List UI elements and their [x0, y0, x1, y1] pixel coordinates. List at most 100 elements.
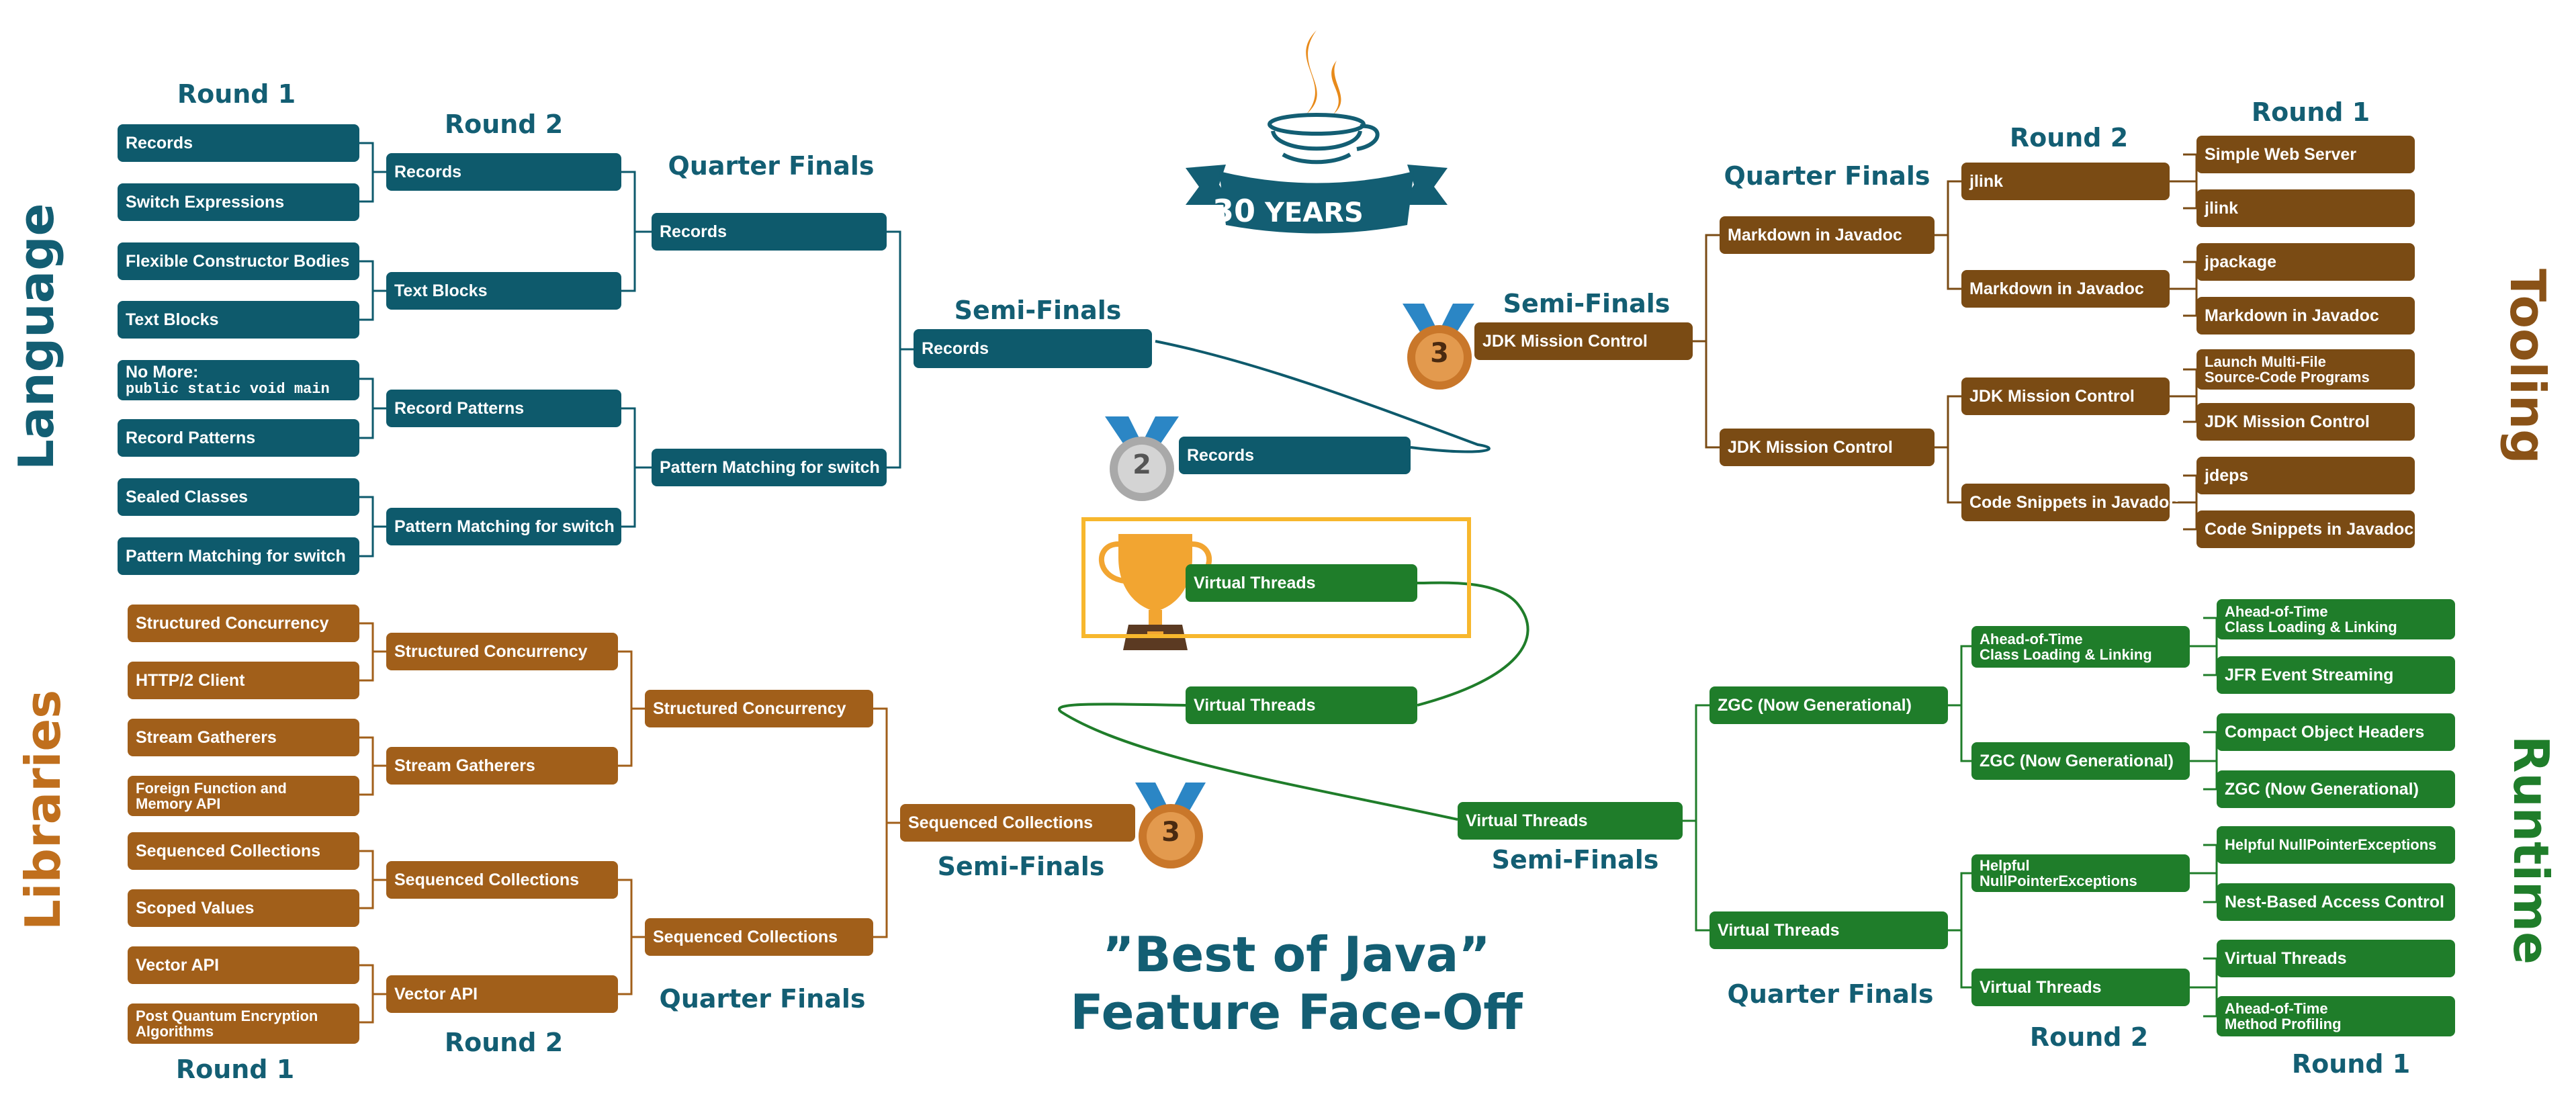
entry-label: Helpful NullPointerExceptions — [2225, 836, 2437, 854]
entry-label: JDK Mission Control — [1482, 331, 1648, 351]
champion-entry: Virtual Threads — [1186, 564, 1417, 602]
entry-label: Ahead-of-Time Class Loading & Linking — [1980, 630, 2152, 663]
entry-label: ZGC (Now Generational) — [1980, 751, 2174, 770]
bronze-medal-number: 3 — [1161, 817, 1180, 848]
bracket-entry: Helpful NullPointerExceptions — [1971, 854, 2190, 892]
bracket-entry: Markdown in Javadoc — [1961, 270, 2170, 308]
bracket-entry: Nest-Based Access Control — [2217, 883, 2455, 921]
bracket-entry: jpackage — [2196, 243, 2415, 281]
round2-label: Round 2 — [444, 1028, 564, 1057]
entry-label: Pattern Matching for switch — [394, 517, 615, 536]
silver-medal-icon — [1105, 416, 1179, 501]
region-label-runtime: Runtime — [2503, 735, 2559, 965]
entry-label: Switch Expressions — [126, 192, 285, 212]
bracket-entry: Post Quantum Encryption Algorithms — [128, 1004, 359, 1044]
entry-label: Pattern Matching for switch — [660, 457, 880, 477]
bracket-entry: Record Patterns — [386, 390, 621, 427]
bracket-entry: JDK Mission Control — [1720, 429, 1935, 466]
trophy-icon — [1099, 534, 1212, 650]
bracket-entry: JDK Mission Control — [1961, 377, 2170, 415]
bracket-entry: Compact Object Headers — [2217, 713, 2455, 751]
bracket-entry: Record Patterns — [118, 419, 359, 457]
entry-label: jlink — [2205, 198, 2239, 218]
bracket-entry: jdeps — [2196, 457, 2415, 494]
entry-label: jlink — [1969, 171, 2004, 191]
bracket-entry: Pattern Matching for switch — [386, 508, 621, 545]
quarter-finals-label: Quarter Finals — [668, 151, 875, 181]
entry-label: Vector API — [136, 955, 220, 975]
bracket-entry: Code Snippets in Javadoc — [1961, 484, 2178, 521]
entry-label: ZGC (Now Generational) — [2225, 779, 2419, 799]
title-line-1: ”Best of Java” — [1102, 926, 1491, 983]
bracket-entry: Text Blocks — [118, 301, 359, 339]
bracket-entry: jlink — [1961, 163, 2170, 200]
bracket-entry: Pattern Matching for switch — [652, 449, 887, 486]
semi-finals-label: Semi-Finals — [954, 296, 1122, 325]
entry-label: Sequenced Collections — [136, 841, 321, 860]
entry-label: Markdown in Javadoc — [1728, 225, 1902, 244]
entry-label: Stream Gatherers — [136, 727, 277, 747]
semi-finals-label: Semi-Finals — [1503, 289, 1671, 318]
bracket-entry: Virtual Threads — [1971, 969, 2190, 1006]
entry-label-code: public static void main — [126, 380, 330, 398]
bracket-entry: Stream Gatherers — [128, 719, 359, 756]
bracket-entry: Vector API — [128, 946, 359, 984]
java-cup-logo — [1186, 30, 1448, 234]
bracket-entry: Sequenced Collections — [900, 804, 1135, 842]
anniversary-number: 30 — [1212, 193, 1256, 229]
bracket-entry: Structured Concurrency — [128, 605, 359, 642]
bracket-entry: Sequenced Collections — [386, 861, 618, 899]
entry-label: Post Quantum Encryption Algorithms — [136, 1007, 318, 1040]
bracket-entry: Sealed Classes — [118, 478, 359, 516]
entry-label: JDK Mission Control — [1969, 386, 2135, 406]
entry-label: Virtual Threads — [1194, 573, 1316, 592]
entry-label: Foreign Function and Memory API — [136, 779, 287, 812]
bracket-entry: Markdown in Javadoc — [1720, 216, 1935, 254]
entry-label: Structured Concurrency — [136, 613, 329, 633]
bracket-entry: Ahead-of-Time Class Loading & Linking — [2217, 599, 2455, 639]
bracket-entry: Flexible Constructor Bodies — [118, 242, 359, 280]
semi-finals-label: Semi-Finals — [1491, 845, 1659, 875]
bracket-entry: Records — [652, 213, 887, 251]
entry-label: Compact Object Headers — [2225, 722, 2425, 742]
round2-label: Round 2 — [2029, 1022, 2149, 1052]
bracket-entry: JFR Event Streaming — [2217, 656, 2455, 694]
entry-label: jpackage — [2205, 252, 2277, 271]
bracket-entry: Virtual Threads — [1458, 802, 1683, 840]
bracket-entry: Simple Web Server — [2196, 136, 2415, 173]
bracket-entry: ZGC (Now Generational) — [1709, 686, 1948, 724]
entry-label: Records — [394, 162, 462, 181]
bracket-entry: No More: public static void main — [118, 360, 359, 400]
bracket-entry: Sequenced Collections — [645, 918, 873, 956]
round2-label: Round 2 — [444, 109, 564, 139]
round1-label: Round 1 — [177, 79, 296, 109]
bronze-medal-number: 3 — [1430, 338, 1449, 369]
entry-label: JFR Event Streaming — [2225, 665, 2394, 684]
bracket-entry: Launch Multi-File Source-Code Programs — [2196, 349, 2415, 390]
entry-label: Records — [922, 339, 989, 358]
bracket-entry: Structured Concurrency — [386, 633, 618, 670]
page-title: ”Best of Java” Feature Face-Off — [1070, 926, 1522, 1042]
entry-label: Helpful NullPointerExceptions — [1980, 856, 2137, 889]
final-entry: Virtual Threads — [1186, 686, 1417, 724]
bracket-entry: ZGC (Now Generational) — [1971, 742, 2190, 780]
entry-label: Records — [660, 222, 727, 241]
entry-label: Structured Concurrency — [394, 641, 588, 661]
bracket-entry: ZGC (Now Generational) — [2217, 770, 2455, 808]
bronze-medal-icon — [1135, 783, 1206, 868]
champion-highlight — [1081, 517, 1471, 638]
bracket-entry: Helpful NullPointerExceptions — [2217, 826, 2455, 864]
region-label-language: Language — [8, 203, 64, 470]
region-label-tooling: Tooling — [2499, 269, 2556, 464]
bracket-entry: Foreign Function and Memory API — [128, 776, 359, 816]
bracket-entry: Vector API — [386, 975, 618, 1013]
entry-label: Sequenced Collections — [908, 813, 1094, 832]
entry-label: Simple Web Server — [2205, 144, 2357, 164]
entry-label: JDK Mission Control — [1728, 437, 1893, 457]
bracket-entry: Ahead-of-Time Class Loading & Linking — [1971, 626, 2190, 668]
entry-label: HTTP/2 Client — [136, 670, 245, 690]
bracket-entry: Code Snippets in Javadoc — [2196, 510, 2415, 548]
semi-finals-label: Semi-Finals — [937, 852, 1105, 881]
